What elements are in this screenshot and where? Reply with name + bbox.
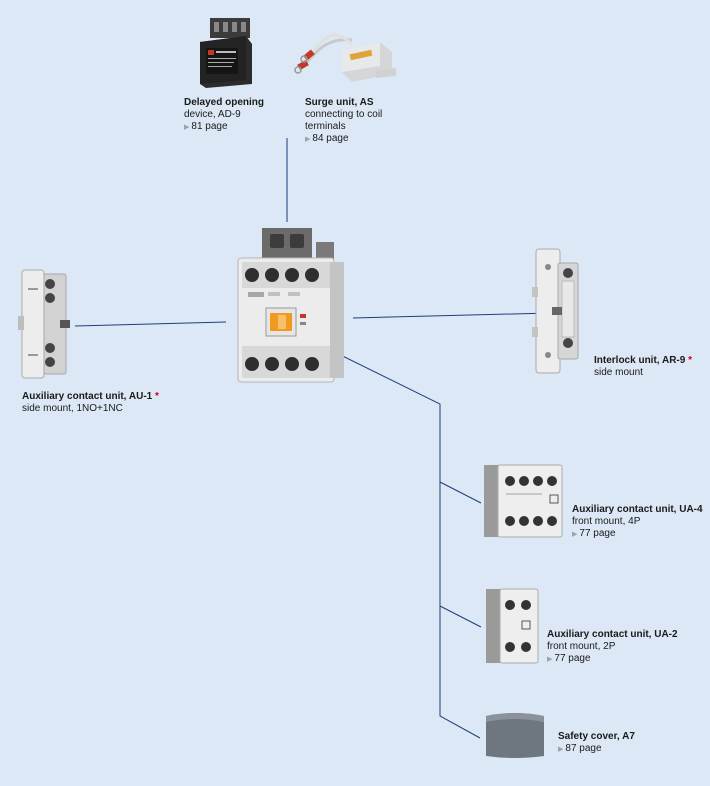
- page-ref: 87 page: [558, 743, 635, 756]
- label-surge-unit: Surge unit, AS connecting to coil termin…: [305, 97, 382, 146]
- auxiliary-contact-au1-image: [16, 268, 72, 380]
- page-ref: 81 page: [184, 121, 264, 134]
- delayed-opening-device-image: [196, 18, 256, 90]
- marker-star: *: [155, 391, 159, 402]
- safety-cover-a7-image: [482, 710, 548, 760]
- label-title: Auxiliary contact unit, UA-4: [572, 504, 703, 515]
- interlock-unit-ar9-image: [532, 247, 584, 375]
- wire-trunk: [305, 337, 481, 739]
- label-subtitle: connecting to coil: [305, 109, 383, 120]
- label-title: Auxiliary contact unit, AU-1: [22, 391, 153, 402]
- surge-unit-image: [290, 26, 398, 88]
- magnetic-contactor-image: [234, 228, 350, 384]
- label-subtitle: front mount, 2P: [547, 641, 616, 652]
- label-subtitle-2: terminals: [305, 121, 346, 132]
- wire-ua4: [439, 481, 482, 504]
- label-subtitle: side mount, 1NO+1NC: [22, 403, 123, 414]
- label-delayed-opening-device: Delayed opening device, AD-9 81 page: [184, 97, 264, 134]
- label-auxiliary-contact-ua2: Auxiliary contact unit, UA-2 front mount…: [547, 629, 678, 666]
- page-ref: 77 page: [547, 653, 678, 666]
- wire-left: [74, 321, 227, 327]
- label-title: Safety cover, A7: [558, 731, 635, 742]
- auxiliary-contact-ua2-image: [484, 587, 540, 665]
- label-title: Surge unit, AS: [305, 97, 374, 108]
- label-title: Delayed opening: [184, 97, 265, 108]
- label-safety-cover-a7: Safety cover, A7 87 page: [558, 731, 635, 756]
- auxiliary-contact-ua4-image: [482, 463, 564, 539]
- label-auxiliary-contact-au1: Auxiliary contact unit, AU-1 * side moun…: [22, 391, 159, 415]
- label-interlock-unit-ar9: Interlock unit, AR-9 * side mount: [594, 355, 692, 379]
- marker-star: *: [688, 355, 692, 366]
- label-subtitle: front mount, 4P: [572, 516, 641, 527]
- label-subtitle: device, AD-9: [184, 109, 241, 120]
- label-subtitle: side mount: [594, 367, 643, 378]
- page-ref: 84 page: [305, 133, 382, 146]
- page-ref: 77 page: [572, 528, 703, 541]
- label-auxiliary-contact-ua4: Auxiliary contact unit, UA-4 front mount…: [572, 504, 703, 541]
- label-title: Interlock unit, AR-9: [594, 355, 686, 366]
- wire-right: [352, 312, 551, 319]
- wire-ua2: [439, 605, 482, 628]
- label-title: Auxiliary contact unit, UA-2: [547, 629, 678, 640]
